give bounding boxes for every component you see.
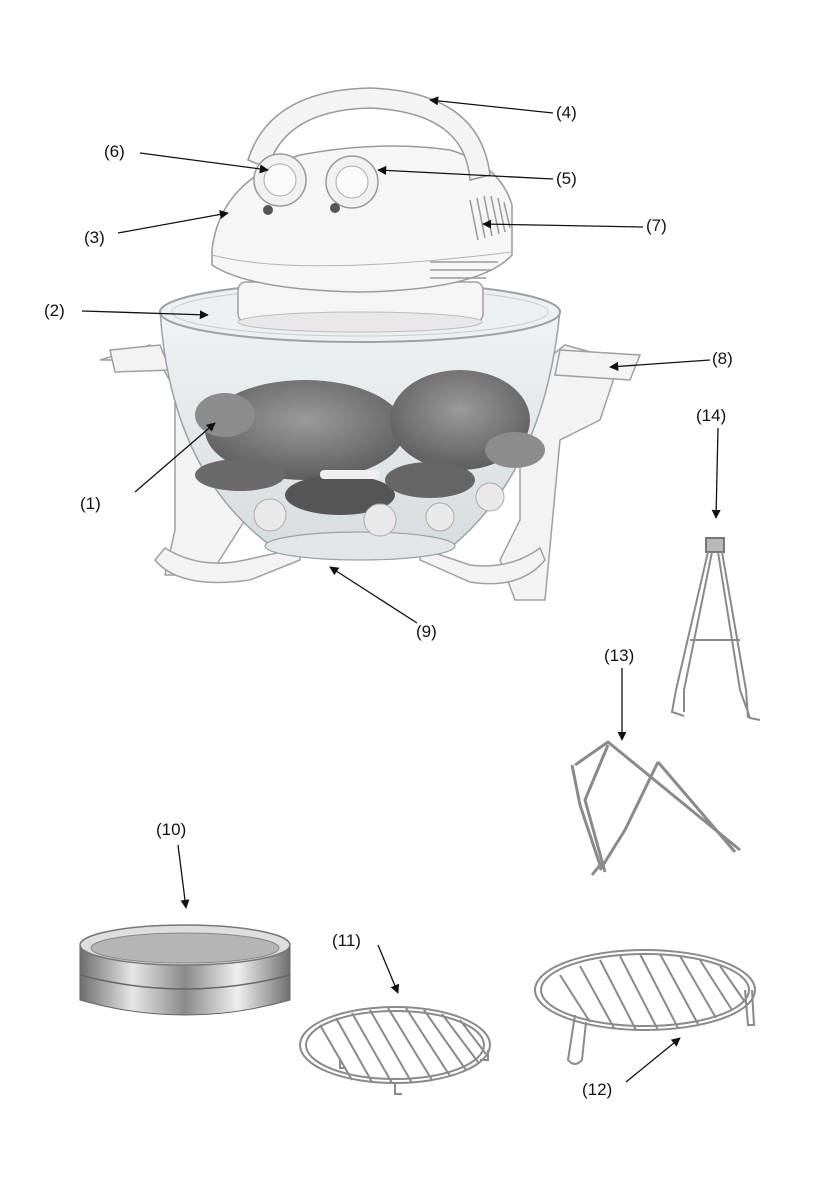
callout-6-timer-knob: (6)	[104, 142, 125, 162]
callout-9-base: (9)	[416, 622, 437, 642]
rack-lifter-illustration	[572, 742, 740, 875]
callout-4-handle: (4)	[556, 103, 577, 123]
callout-10-extender-ring: (10)	[156, 820, 186, 840]
callout-5-temperature-knob: (5)	[556, 169, 577, 189]
power-light-left	[263, 205, 273, 215]
tongs-illustration	[672, 538, 760, 720]
power-light-right	[330, 203, 340, 213]
leader-14	[716, 428, 718, 518]
leader-10	[178, 845, 186, 908]
high-rack-illustration	[535, 950, 755, 1064]
extender-ring-illustration	[80, 925, 290, 1015]
temperature-knob	[326, 156, 378, 208]
timer-knob	[254, 154, 306, 206]
low-rack-illustration	[300, 1007, 490, 1094]
callout-1-bowl: (1)	[80, 494, 101, 514]
leader-3	[118, 213, 228, 233]
leader-11	[378, 945, 398, 993]
callout-2-glass-rim: (2)	[44, 301, 65, 321]
leader-9	[330, 567, 417, 623]
callout-13-rack-lifter: (13)	[604, 646, 634, 666]
halogen-oven-illustration	[100, 88, 640, 600]
callout-11-low-rack: (11)	[332, 931, 361, 951]
callout-8-stand-handle: (8)	[712, 349, 733, 369]
leader-12	[626, 1038, 680, 1082]
callout-14-tongs: (14)	[696, 406, 726, 426]
callout-7-vent: (7)	[646, 216, 667, 236]
callout-12-high-rack: (12)	[582, 1080, 612, 1100]
callout-3-lid: (3)	[84, 228, 105, 248]
